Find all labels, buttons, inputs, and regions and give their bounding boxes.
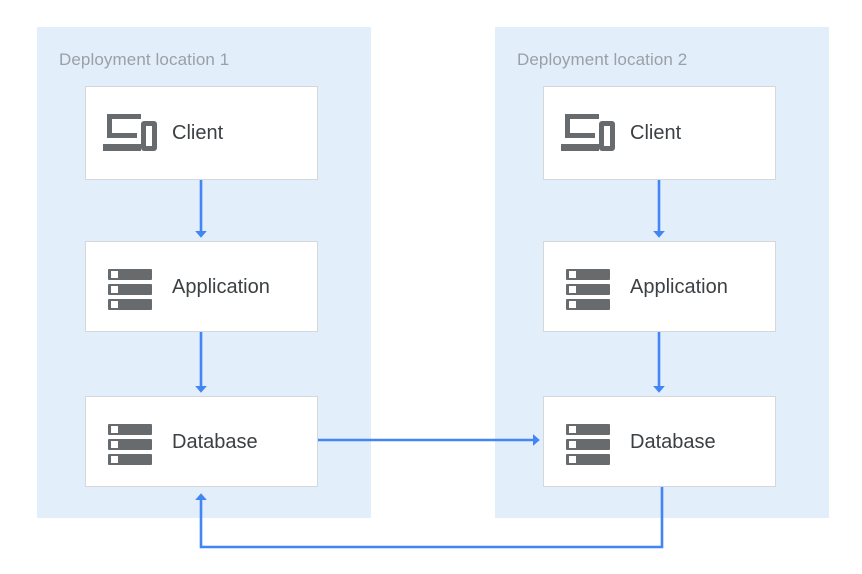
client-devices-icon — [560, 105, 616, 161]
node-application-1[interactable]: Application — [85, 241, 318, 332]
server-icon — [560, 259, 616, 315]
server-icon — [560, 414, 616, 470]
node-database-2-label: Database — [630, 430, 716, 453]
server-icon — [102, 414, 158, 470]
server-icon — [102, 259, 158, 315]
node-database-1[interactable]: Database — [85, 396, 318, 487]
node-client-1[interactable]: Client — [85, 86, 318, 180]
deployment-zone-1-label: Deployment location 1 — [59, 50, 230, 69]
deployment-zone-2-label: Deployment location 2 — [517, 50, 688, 69]
node-client-2[interactable]: Client — [543, 86, 776, 180]
node-database-2[interactable]: Database — [543, 396, 776, 487]
node-client-2-label: Client — [630, 122, 682, 144]
node-client-1-label: Client — [172, 122, 224, 144]
client-devices-icon — [102, 105, 158, 161]
node-application-2[interactable]: Application — [543, 241, 776, 332]
node-application-1-label: Application — [172, 275, 270, 298]
node-application-2-label: Application — [630, 275, 728, 298]
node-database-1-label: Database — [172, 430, 258, 453]
